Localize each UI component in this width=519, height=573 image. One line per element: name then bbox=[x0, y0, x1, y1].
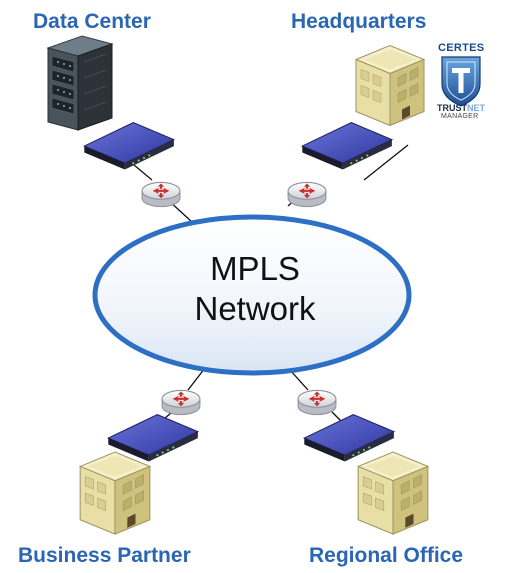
encryption-appliance-icon-hq bbox=[301, 122, 393, 171]
logo-brand-text: CERTES bbox=[438, 42, 485, 54]
router-icon-dc bbox=[141, 181, 181, 208]
server-rack-icon bbox=[47, 35, 113, 131]
mpls-network-cloud bbox=[92, 214, 412, 376]
encryption-appliance-icon-regional bbox=[303, 414, 395, 463]
logo-product-text: TRUSTNET bbox=[437, 104, 485, 113]
regional-building-icon bbox=[357, 451, 429, 535]
data-center-label: Data Center bbox=[33, 10, 151, 33]
hq-building-icon bbox=[355, 44, 425, 127]
cloud-label-line2: Network bbox=[194, 290, 316, 327]
encryption-appliance-icon-dc bbox=[83, 122, 175, 171]
certes-shield-logo bbox=[441, 56, 481, 107]
logo-product-text-b: NET bbox=[467, 103, 485, 113]
partner-building-icon bbox=[79, 451, 151, 535]
router-icon-regional bbox=[297, 389, 337, 416]
headquarters-label: Headquarters bbox=[291, 10, 427, 33]
router-icon-partner bbox=[161, 389, 201, 416]
logo-manager-text: MANAGER bbox=[441, 113, 479, 120]
cloud-label-line1: MPLS bbox=[210, 250, 300, 287]
logo-product-text-a: TRUST bbox=[437, 103, 467, 113]
business-partner-label: Business Partner bbox=[18, 544, 191, 567]
regional-office-label: Regional Office bbox=[309, 544, 464, 567]
router-icon-hq bbox=[287, 181, 327, 208]
